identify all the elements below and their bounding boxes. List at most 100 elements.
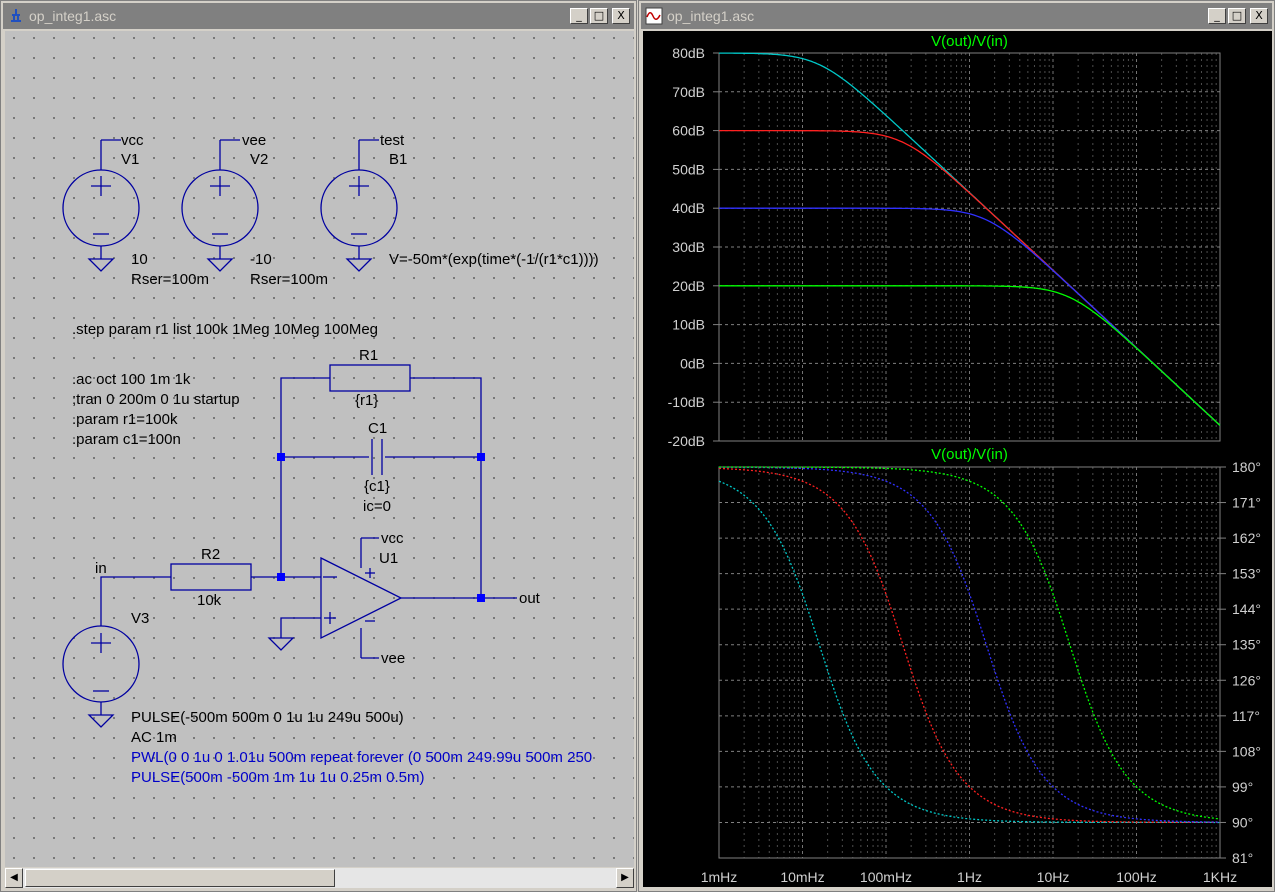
v3-pulse-label: PULSE(-500m 500m 0 1u 1u 249u 500u) — [131, 709, 404, 726]
xtick-label: 10Hz — [1037, 869, 1070, 885]
schematic-window[interactable]: op_integ1.asc _ □ X — [0, 0, 637, 892]
xtick-label: 1mHz — [701, 869, 738, 885]
net-in-label: in — [95, 560, 107, 577]
v1-value-label: 10 — [131, 251, 148, 268]
phase-ytick-label: 108° — [1232, 743, 1261, 759]
param-r1-directive[interactable]: .param r1=100k — [72, 411, 178, 428]
c1-capacitor[interactable] — [371, 439, 383, 475]
mag-ytick-label: 20dB — [672, 278, 705, 294]
phase-ytick-label: 162° — [1232, 530, 1261, 546]
feedback-wires — [280, 377, 482, 598]
v1-name-label: V1 — [121, 151, 139, 168]
horizontal-scrollbar[interactable]: ◀ ▶ — [5, 868, 634, 888]
u1-name-label: U1 — [379, 550, 398, 567]
net-out-label: out — [519, 590, 541, 607]
scroll-left-button[interactable]: ◀ — [5, 868, 23, 888]
mag-ytick-label: 60dB — [672, 123, 705, 139]
input-wires — [100, 576, 517, 626]
schematic-title: op_integ1.asc — [29, 8, 117, 24]
schematic-app-icon — [11, 9, 21, 22]
b1-net-label: test — [380, 132, 405, 149]
r1-name-label: R1 — [359, 347, 378, 364]
schematic-maximize-button[interactable]: □ — [590, 8, 608, 24]
phase-ytick-label: 126° — [1232, 672, 1261, 688]
r2-name-label: R2 — [201, 546, 220, 563]
v1-net-label: vcc — [121, 132, 144, 149]
schematic-titlebar[interactable]: op_integ1.asc _ □ X — [3, 3, 634, 29]
plot-titlebar[interactable]: op_integ1.asc _ □ X — [641, 3, 1272, 29]
mag-ytick-label: 30dB — [672, 239, 705, 255]
mag-plot-title: V(out)/V(in) — [931, 33, 1008, 50]
phase-plot-title: V(out)/V(in) — [931, 446, 1008, 463]
tran-comment[interactable]: ;tran 0 200m 0 1u startup — [72, 391, 240, 408]
xtick-label: 100Hz — [1116, 869, 1156, 885]
b1-behavioral-source[interactable] — [320, 139, 398, 272]
u1-vee-label: vee — [381, 650, 405, 667]
phase-series-line-2 — [718, 466, 1220, 823]
waveform-app-icon — [645, 7, 663, 25]
r1-value-label: {r1} — [355, 392, 378, 409]
phase-ytick-label: 90° — [1232, 814, 1253, 830]
ac-directive[interactable]: .ac oct 100 1m 1k — [72, 371, 191, 388]
phase-ytick-label: 117° — [1232, 708, 1260, 724]
v2-rser-label: Rser=100m — [250, 271, 328, 288]
v2-net-label: vee — [242, 132, 266, 149]
mag-ytick-label: 70dB — [672, 84, 705, 100]
v2-value-label: -10 — [250, 251, 272, 268]
phase-ytick-label: 81° — [1232, 850, 1253, 866]
b1-expression-label: V=-50m*(exp(time*(-1/(r1*c1)))) — [389, 251, 599, 268]
r2-value-label: 10k — [197, 592, 222, 609]
phase-ytick-label: 99° — [1232, 779, 1253, 795]
step-directive[interactable]: .step param r1 list 100k 1Meg 10Meg 100M… — [72, 321, 378, 338]
mag-ytick-label: -20dB — [668, 433, 705, 449]
plot-window[interactable]: op_integ1.asc _ □ X 80dB 70dB 60dB 50dB 40dB… — [638, 0, 1275, 892]
scroll-right-button[interactable]: ▶ — [616, 868, 634, 888]
v3-voltage-source[interactable] — [62, 625, 140, 728]
phase-ytick-label: 135° — [1232, 637, 1261, 653]
xtick-label: 1KHz — [1203, 869, 1237, 885]
u1-opamp[interactable] — [267, 537, 403, 659]
mag-series-line-3 — [719, 285, 1221, 426]
mag-ytick-label: -10dB — [668, 394, 705, 410]
mag-ytick-label: 50dB — [672, 161, 705, 177]
pulse-comment[interactable]: PULSE(500m -500m 1m 1u 1u 0.25m 0.5m) — [131, 769, 424, 786]
phase-ytick-label: 153° — [1232, 566, 1261, 582]
mag-ytick-label: 10dB — [672, 317, 705, 333]
c1-ic-label: ic=0 — [363, 498, 391, 515]
xtick-label: 100mHz — [860, 869, 912, 885]
plot-minimize-button[interactable]: _ — [1208, 8, 1226, 24]
b1-name-label: B1 — [389, 151, 407, 168]
v1-rser-label: Rser=100m — [131, 271, 209, 288]
bode-plot[interactable]: 80dB 70dB 60dB 50dB 40dB 30dB 20dB 10dB 0dB -10dB… — [643, 31, 1272, 887]
v1-voltage-source[interactable] — [62, 139, 140, 272]
v3-ac-label: AC 1m — [131, 729, 177, 746]
v3-name-label: V3 — [131, 610, 149, 627]
schematic-close-button[interactable]: X — [612, 8, 630, 24]
plot-maximize-button[interactable]: □ — [1228, 8, 1246, 24]
plot-close-button[interactable]: X — [1250, 8, 1268, 24]
schematic-canvas[interactable]: vcc V1 10 Rser=100m vee V2 -10 Rser=100m… — [5, 31, 634, 867]
phase-ytick-label: 144° — [1232, 601, 1261, 617]
schematic-minimize-button[interactable]: _ — [570, 8, 588, 24]
param-c1-directive[interactable]: .param c1=100n — [72, 431, 181, 448]
r1-resistor[interactable] — [329, 364, 411, 392]
junction-dots — [277, 453, 485, 602]
scroll-thumb[interactable] — [25, 869, 335, 887]
c1-value-label: {c1} — [364, 478, 390, 495]
phase-series-line-3 — [719, 466, 1221, 820]
xtick-label: 1Hz — [957, 869, 982, 885]
plot-canvas[interactable]: 80dB 70dB 60dB 50dB 40dB 30dB 20dB 10dB 0dB -10dB… — [643, 31, 1272, 887]
phase-series-line-1 — [718, 467, 1220, 824]
plot-title: op_integ1.asc — [667, 8, 755, 24]
mag-ytick-label: 0dB — [680, 355, 705, 371]
c1-name-label: C1 — [368, 420, 387, 437]
mag-ytick-label: 80dB — [672, 45, 705, 61]
u1-vcc-label: vcc — [381, 530, 404, 547]
pwl-comment[interactable]: PWL(0 0 1u 0 1.01u 500m repeat forever (… — [131, 749, 592, 766]
mag-ytick-label: 40dB — [672, 200, 705, 216]
v2-name-label: V2 — [250, 151, 268, 168]
phase-ytick-label: 180° — [1232, 459, 1261, 475]
r2-resistor[interactable] — [170, 563, 252, 591]
v2-voltage-source[interactable] — [181, 139, 259, 272]
phase-ytick-label: 171° — [1232, 495, 1261, 511]
